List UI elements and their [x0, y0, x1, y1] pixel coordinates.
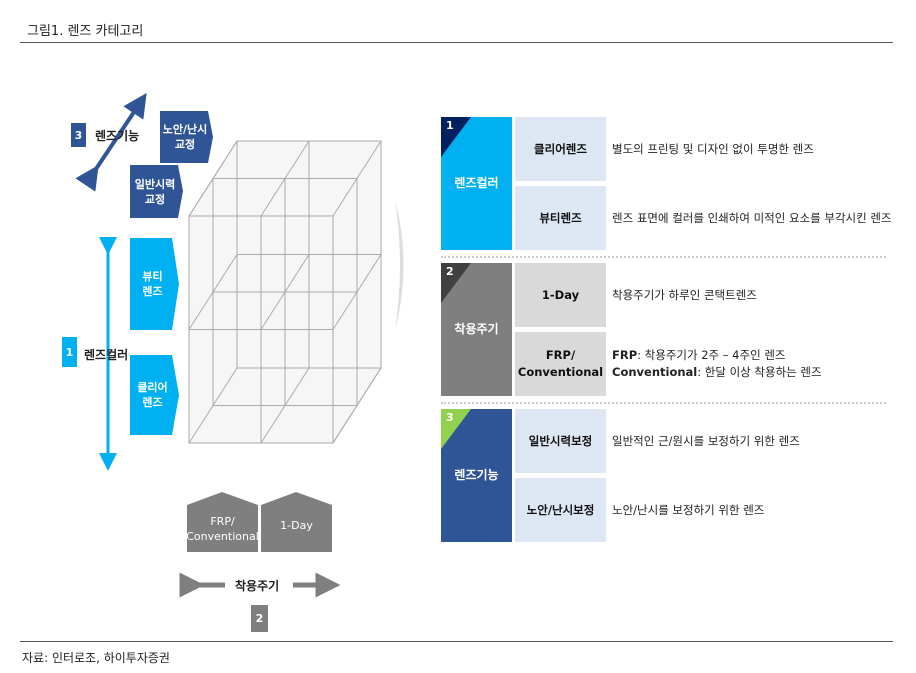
desc-cell: 노안/난시를 보정하기 위한 렌즈: [612, 502, 765, 517]
type-cell: 뷰티렌즈: [515, 186, 606, 250]
function-axis-arrow: [75, 93, 147, 192]
desc-term: FRP: [612, 348, 638, 362]
cube-edge: [332, 140, 382, 217]
category-num: 3: [446, 411, 454, 424]
presbyopia-label: 노안/난시 교정: [162, 123, 208, 151]
function-num-badge: 3: [71, 123, 86, 147]
oneday-label: 1-Day: [280, 518, 313, 532]
figure-title: 그림1. 렌즈 카테고리: [27, 24, 144, 39]
group-separator: [441, 402, 886, 404]
cycle-num-badge: 2: [251, 605, 268, 632]
source-text: 자료: 인터로조, 하이투자증권: [22, 651, 170, 665]
general-label: 일반시력 교정: [134, 177, 176, 206]
title-divider: [20, 42, 893, 43]
type-cell: 클리어렌즈: [515, 117, 606, 181]
frp-label: FRP/ Conventional: [186, 514, 259, 543]
category-num: 1: [446, 119, 454, 132]
color-num-badge: 1: [62, 337, 77, 367]
chevron-shape: [395, 200, 404, 330]
presbyopia-shape: [160, 111, 213, 163]
general-shape: [130, 165, 183, 218]
cube-edge: [260, 254, 310, 330]
desc-cell: 별도의 프린팅 및 디자인 없이 투명한 렌즈: [612, 141, 814, 156]
type-cell: 1-Day: [515, 263, 606, 327]
desc-text: : 착용주기가 2주 – 4주인 렌즈: [637, 348, 786, 362]
corner-triangle: [441, 117, 471, 157]
type-cell: FRP/ Conventional: [515, 332, 606, 396]
desc-cell: 착용주기가 하루인 콘택트렌즈: [612, 287, 757, 302]
cycle-axis-label: 착용주기: [235, 579, 280, 593]
type-cell: 일반시력보정: [515, 409, 606, 473]
cube-edge: [332, 254, 382, 330]
category-num: 2: [446, 265, 454, 278]
type-cell: 노안/난시보정: [515, 478, 606, 542]
desc-term: Conventional: [612, 365, 698, 379]
function-axis-label: 렌즈기능: [95, 129, 140, 143]
desc-cell: 렌즈 표면에 컬러를 인쇄하여 미적인 요소를 부각시킨 렌즈: [612, 210, 892, 225]
corner-triangle: [441, 263, 471, 303]
desc-line: FRP: 착용주기가 2주 – 4주인 렌즈: [612, 347, 785, 364]
desc-line: Conventional: 한달 이상 착용하는 렌즈: [612, 364, 822, 381]
corner-triangle: [441, 409, 471, 449]
desc-cell: 일반적인 근/원시를 보정하기 위한 렌즈: [612, 433, 800, 448]
group-separator: [441, 256, 886, 258]
beauty-shape: [130, 238, 179, 330]
color-axis-label: 렌즈컬러: [84, 348, 129, 362]
oneday-shape: [261, 492, 332, 552]
clear-label: 클리어 렌즈: [137, 381, 168, 409]
desc-text: : 한달 이상 착용하는 렌즈: [697, 365, 822, 379]
footer-divider: [20, 641, 893, 642]
cube-wireframe: [188, 140, 382, 444]
frp-shape: [187, 492, 258, 552]
clear-shape: [130, 355, 179, 435]
beauty-label: 뷰티 렌즈: [142, 270, 163, 298]
